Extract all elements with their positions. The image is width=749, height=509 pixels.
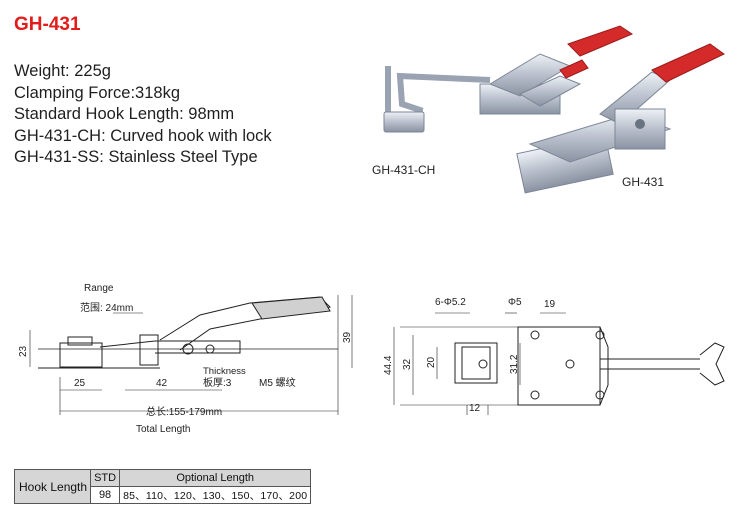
spec-hook-length: Standard Hook Length: 98mm: [14, 105, 235, 123]
technical-drawings: Range 范围: 24mm 23 39 25 42 Thickness 板厚:…: [18, 283, 725, 435]
product-photos: GH-431-CH GH-431: [372, 25, 725, 194]
holes-label: 6-Φ5.2: [435, 297, 466, 308]
dim-44-4: 44.4: [383, 355, 394, 375]
total-length-cn: 总长:155-179mm: [146, 405, 222, 418]
photo-gh-431: GH-431: [516, 43, 725, 194]
spec-curved-hook-variant: GH-431-CH: Curved hook with lock: [14, 126, 272, 145]
spec-weight: Weight: 225g: [14, 62, 111, 80]
thickness-label: Thickness: [203, 366, 246, 377]
dim-32: 32: [402, 358, 413, 370]
dim-25: 25: [74, 378, 86, 389]
dim-height-23: 23: [18, 345, 29, 357]
range-cn-label: 范围: 24mm: [80, 301, 133, 314]
dim-31-2: 31.2: [509, 354, 520, 374]
thickness-cn-label: 板厚:3: [203, 376, 232, 389]
photo-label-ch: GH-431-CH: [372, 163, 435, 177]
product-title: GH-431: [14, 14, 81, 35]
total-length-label: Total Length: [136, 424, 191, 435]
optional-values: 85、110、120、130、150、170、200: [119, 486, 312, 504]
side-view-drawing: [29, 295, 353, 415]
dim-19: 19: [544, 299, 556, 310]
row-label-hook-length: Hook Length: [13, 469, 92, 504]
hook-length-table: Hook Length STD Optional Length 98 85、11…: [13, 469, 312, 504]
phi5-label: Φ5: [508, 297, 522, 308]
photo-label-std: GH-431: [622, 175, 664, 189]
nut-label: M5 螺纹: [259, 376, 296, 389]
photo-gh-431-ch: GH-431-CH: [372, 25, 634, 177]
spec-stainless-variant: GH-431-SS: Stainless Steel Type: [14, 148, 258, 166]
optional-header: Optional Length: [119, 469, 312, 487]
dim-42: 42: [156, 378, 168, 389]
spec-list: Weight: 225g Clamping Force:318kg Standa…: [14, 61, 272, 169]
dim-12: 12: [469, 403, 481, 414]
spec-clamping-force: Clamping Force:318kg: [14, 83, 180, 102]
range-label: Range: [84, 283, 114, 294]
std-value: 98: [90, 486, 121, 504]
dim-20: 20: [426, 356, 437, 368]
std-header: STD: [90, 469, 121, 487]
dim-height-39: 39: [342, 331, 353, 343]
top-view-drawing: [393, 312, 725, 415]
